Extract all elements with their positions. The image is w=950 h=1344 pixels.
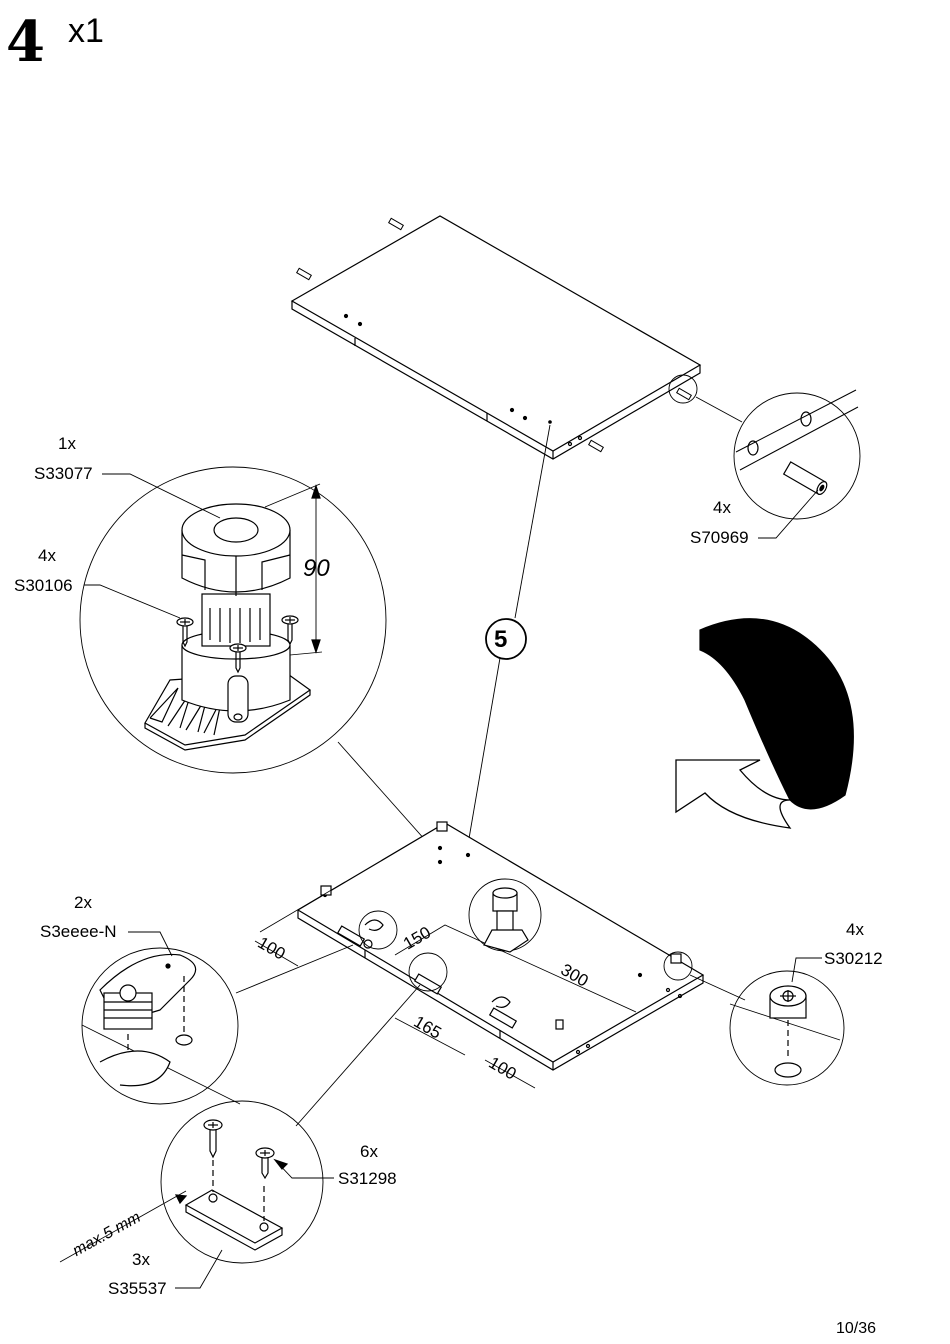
top-panel xyxy=(290,215,702,460)
dowels-top xyxy=(296,217,692,453)
dimension-height: 90 xyxy=(303,555,330,582)
step-quantity: x1 xyxy=(68,12,104,50)
part-code-bracket: S35537 xyxy=(108,1279,167,1298)
part-code-camlock: S30212 xyxy=(824,949,883,968)
part-code-connector: S3eeee-N xyxy=(40,922,117,941)
leg-detail xyxy=(79,466,483,905)
step-number: 4 xyxy=(6,9,45,75)
sub-step-circle xyxy=(485,618,527,660)
part-code-dowel: S70969 xyxy=(690,528,749,547)
sub-step-number: 5 xyxy=(494,626,508,653)
part-qty-screw-bracket: 6x xyxy=(360,1142,378,1161)
connector-detail xyxy=(81,931,241,1105)
part-qty-dowel: 4x xyxy=(713,498,731,517)
part-qty-leg-glide: 1x xyxy=(58,434,76,453)
page-number: 10/36 xyxy=(836,1320,877,1337)
part-qty-camlock: 4x xyxy=(846,920,864,939)
part-code-screw-leg: S30106 xyxy=(14,576,73,595)
part-qty-screw-leg: 4x xyxy=(38,546,56,565)
part-qty-connector: 2x xyxy=(74,893,92,912)
part-code-screw-bracket: S31298 xyxy=(338,1169,397,1188)
camlock-detail xyxy=(729,957,845,1086)
part-qty-bracket: 3x xyxy=(132,1250,150,1269)
flip-arrow-icon xyxy=(675,618,854,829)
dowel-detail xyxy=(733,389,861,539)
dowel-callout-ring xyxy=(668,374,698,404)
bottom-panel xyxy=(254,821,705,1089)
part-code-leg-glide: S33077 xyxy=(34,464,93,483)
bracket-detail xyxy=(59,1100,334,1289)
